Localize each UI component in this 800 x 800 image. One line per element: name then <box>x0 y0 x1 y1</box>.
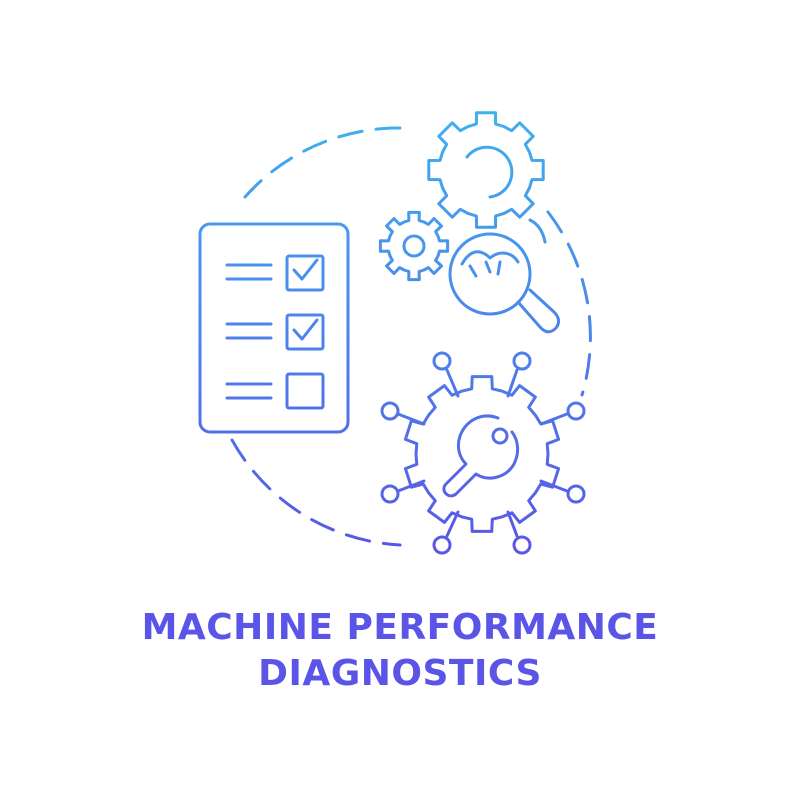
checkbox-empty-icon <box>285 372 325 410</box>
dashed-circle-icon <box>243 126 402 199</box>
dashed-circle-arc-right <box>546 210 592 397</box>
caption-line-1: MACHINE PERFORMANCE <box>141 607 659 648</box>
checkbox-checked-icon <box>285 313 325 351</box>
dashed-circle-arc-bottom <box>230 438 402 547</box>
checklist-icon <box>198 222 350 434</box>
magnifier-icon <box>448 218 561 334</box>
gear-icon <box>378 210 450 282</box>
caption-line-2: DIAGNOSTICS <box>258 653 542 694</box>
wrench-gear-icon <box>380 351 586 555</box>
gear-icon <box>427 111 545 229</box>
checkbox-checked-icon <box>285 254 325 292</box>
